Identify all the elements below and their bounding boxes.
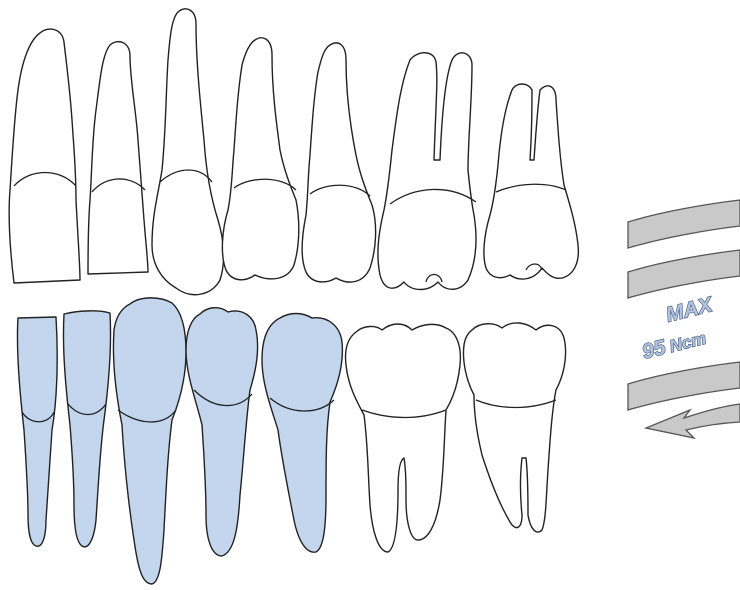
torque-max-label: MAX xyxy=(664,293,717,327)
rotation-band-lower xyxy=(628,362,740,410)
rotation-arrow-icon xyxy=(646,404,740,438)
tooth-lower-7 xyxy=(463,323,565,532)
tooth-lower-1 xyxy=(17,317,57,546)
tooth-lower-3 xyxy=(113,298,186,584)
tooth-upper-7 xyxy=(484,84,578,279)
tooth-upper-4 xyxy=(222,38,298,280)
tooth-upper-3 xyxy=(152,9,224,295)
rotation-band-top xyxy=(628,200,740,248)
tooth-lower-6 xyxy=(345,324,460,552)
torque-unit: Ncm xyxy=(668,329,708,356)
rotation-band-middle xyxy=(628,250,740,298)
torque-value: 95 xyxy=(640,336,669,364)
tooth-upper-6 xyxy=(378,53,476,290)
torque-value-group: 95 Ncm xyxy=(640,326,708,364)
upper-teeth-row xyxy=(9,9,578,295)
tooth-upper-2 xyxy=(88,42,148,274)
torque-indicator: MAX 95 Ncm xyxy=(628,200,740,438)
tooth-upper-1 xyxy=(9,29,80,283)
tooth-lower-4 xyxy=(186,308,258,556)
tooth-upper-5 xyxy=(302,43,375,282)
tooth-lower-2 xyxy=(63,311,110,547)
lower-teeth-row xyxy=(17,298,565,584)
tooth-lower-5 xyxy=(262,314,342,553)
